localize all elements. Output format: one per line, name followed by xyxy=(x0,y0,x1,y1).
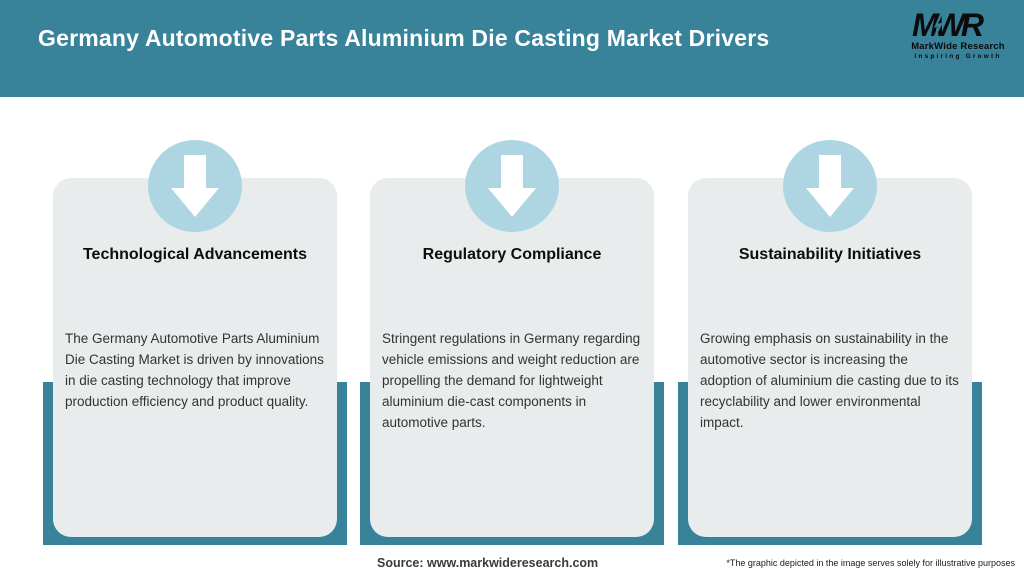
driver-card-regulatory-compliance: Regulatory Compliance Stringent regulati… xyxy=(370,178,654,537)
down-arrow-icon xyxy=(806,155,854,217)
logo-tagline: Inspiring Growth xyxy=(914,53,1002,60)
card-title: Technological Advancements xyxy=(82,246,308,263)
logo-name: MarkWide Research xyxy=(911,41,1005,52)
card-description: The Germany Automotive Parts Aluminium D… xyxy=(65,331,324,409)
down-arrow-badge xyxy=(783,140,877,232)
page-title: Germany Automotive Parts Aluminium Die C… xyxy=(38,25,770,51)
markwide-research-logo: MWR MarkWide Research Inspiring Growth xyxy=(906,8,1010,64)
header-band: Germany Automotive Parts Aluminium Die C… xyxy=(0,0,1024,97)
logo-mark-text: MWR xyxy=(912,8,984,42)
down-arrow-badge xyxy=(465,140,559,232)
down-arrow-icon xyxy=(171,155,219,217)
source-text: Source: www.markwideresearch.com xyxy=(377,556,599,570)
card-description: Growing emphasis on sustainability in th… xyxy=(700,331,959,430)
driver-card-sustainability-initiatives: Sustainability Initiatives Growing empha… xyxy=(688,178,972,537)
down-arrow-icon xyxy=(488,155,536,217)
card-title: Regulatory Compliance xyxy=(422,246,602,263)
disclaimer-text: *The graphic depicted in the image serve… xyxy=(726,558,1015,568)
lightning-gap-shape xyxy=(932,11,944,41)
mwr-logo-icon: MWR xyxy=(912,8,988,42)
card-description: Stringent regulations in Germany regardi… xyxy=(382,331,641,430)
down-arrow-badge xyxy=(148,140,242,232)
card-title: Sustainability Initiatives xyxy=(738,246,922,263)
driver-card-technological-advancements: Technological Advancements The Germany A… xyxy=(53,178,337,537)
